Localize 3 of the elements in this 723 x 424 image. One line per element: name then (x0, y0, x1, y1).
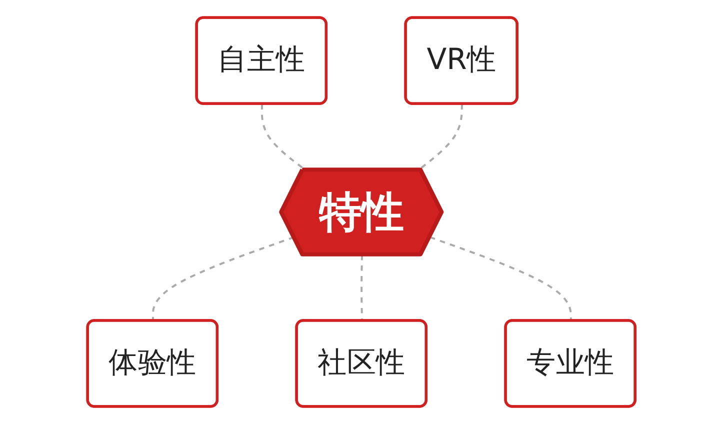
connector (360, 254, 364, 322)
connector (430, 236, 572, 322)
connector (152, 236, 295, 322)
